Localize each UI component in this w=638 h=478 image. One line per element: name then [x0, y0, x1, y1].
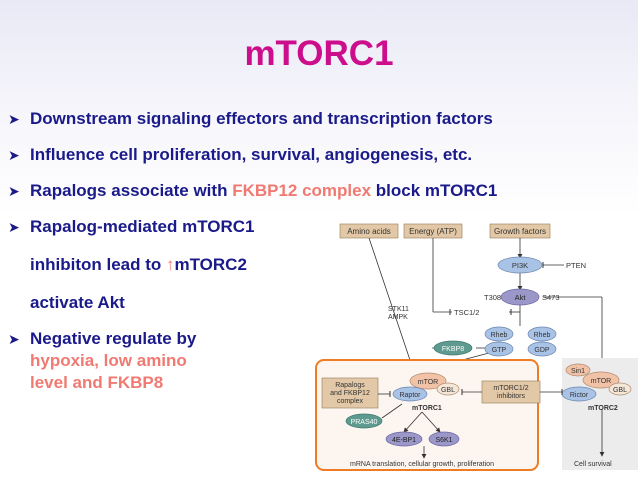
pi3k-label: PI3K — [512, 261, 528, 270]
raptor-node — [392, 386, 428, 402]
bullet-5-line2: hypoxia, low amino — [30, 351, 187, 370]
4ebp1-label: 4E-BP1 — [392, 437, 416, 444]
bullet-5-line3: level and FKBP8 — [30, 373, 164, 392]
raptor-label: Raptor — [399, 392, 421, 399]
bullet-3-post: block mTORC1 — [371, 181, 498, 200]
bullet-5: ➤ Negative regulate by hypoxia, low amin… — [8, 328, 308, 398]
bullet-arrow-icon: ➤ — [8, 219, 20, 235]
rapalogs-label-1: Rapalogs — [335, 382, 365, 389]
bullet-5-line1: Negative regulate by — [30, 329, 197, 348]
4ebp1-node — [385, 431, 423, 447]
rheb-node-2 — [527, 326, 557, 342]
mtor-pathway-diagram: Amino acids Energy (ATP) Growth factors … — [312, 218, 638, 478]
fkbp12-highlight: FKBP12 complex — [232, 181, 372, 200]
bullet-3-text: Rapalogs associate with FKBP12 complex b… — [30, 180, 497, 202]
bullet-2: ➤ Influence cell proliferation, survival… — [8, 144, 628, 166]
s6k1-node — [428, 431, 460, 447]
rictor-label: Rictor — [570, 392, 589, 399]
sin1-node — [565, 363, 591, 377]
akt-node — [500, 288, 540, 306]
mtorc1-label: mTORC1 — [412, 405, 442, 412]
rheb-label-1: Rheb — [491, 332, 508, 339]
gdp-label: GDP — [534, 347, 550, 354]
s6k1-label: S6K1 — [435, 437, 452, 444]
pathway-svg: Amino acids Energy (ATP) Growth factors … — [315, 223, 638, 471]
gtp-label: GTP — [492, 347, 507, 354]
rheb-node-1 — [484, 326, 514, 342]
ampk-label: AMPK — [388, 314, 408, 321]
rapalogs-label-3: complex — [337, 398, 364, 405]
bullet-arrow-icon: ➤ — [8, 111, 20, 127]
gdp-node — [527, 341, 557, 357]
stk11-label: STK11 — [388, 306, 409, 313]
t308-label: T308 — [484, 293, 501, 302]
gtp-node — [484, 341, 514, 357]
bullet-4-line3: activate Akt — [30, 293, 125, 312]
tsc-label: TSC1/2 — [454, 308, 479, 317]
gbl-right-label: GBL — [613, 387, 627, 394]
bullet-3: ➤ Rapalogs associate with FKBP12 complex… — [8, 180, 628, 202]
akt-label: Akt — [515, 293, 527, 302]
mtor-left-node — [409, 372, 447, 390]
gbl-left-label: GBL — [441, 387, 455, 394]
pi3k-node — [497, 256, 543, 274]
bullet-2-text: Influence cell proliferation, survival, … — [30, 145, 473, 164]
inhibitors-label-1: mTORC1/2 — [493, 385, 528, 392]
pten-label: PTEN — [566, 261, 586, 270]
bullet-arrow-icon: ➤ — [8, 331, 20, 347]
mtor-right-node — [582, 371, 620, 389]
fkbp8-label: FKBP8 — [442, 346, 464, 353]
pras40-label: PRAS40 — [351, 419, 378, 426]
s473-label: S473 — [542, 293, 560, 302]
rapalogs-label-2: and FKBP12 — [330, 390, 370, 397]
mrna-translation-label: mRNA translation, cellular growth, proli… — [350, 461, 494, 468]
bullet-4-line2-post: mTORC2 — [174, 255, 247, 274]
amino-acids-label: Amino acids — [347, 227, 391, 236]
rapalogs-box — [321, 377, 379, 409]
bullet-4-line2: inhibiton lead to ↑mTORC2 — [30, 254, 247, 276]
gbl-left-node — [436, 382, 460, 396]
up-arrow-icon: ↑ — [165, 255, 175, 274]
bullet-1: ➤ Downstream signaling effectors and tra… — [8, 108, 628, 130]
bullet-4: ➤ Rapalog-mediated mTORC1 inhibiton lead… — [8, 216, 308, 316]
fkbp8-node — [433, 340, 473, 356]
inhibitors-label-2: inhibitors — [497, 393, 526, 400]
bullet-4-line1: Rapalog-mediated mTORC1 — [30, 217, 255, 236]
pras40-node — [345, 413, 383, 429]
energy-label: Energy (ATP) — [409, 227, 457, 236]
cell-survival-label: Cell survival — [574, 461, 612, 468]
bullet-arrow-icon: ➤ — [8, 147, 20, 163]
mtor-right-label: mTOR — [591, 378, 611, 385]
growth-factors-label: Growth factors — [494, 227, 546, 236]
mtorc2-label: mTORC2 — [588, 405, 618, 412]
bullet-4-line2-pre: inhibiton lead to — [30, 255, 166, 274]
slide-title: mTORC1 — [244, 34, 394, 73]
bullet-1-text: Downstream signaling effectors and trans… — [30, 109, 493, 128]
sin1-label: Sin1 — [571, 368, 585, 375]
gbl-right-node — [608, 382, 632, 396]
bullet-3-pre: Rapalogs associate with — [30, 181, 233, 200]
mtor-left-label: mTOR — [418, 379, 438, 386]
bullet-arrow-icon: ➤ — [8, 183, 20, 199]
rheb-label-2: Rheb — [534, 332, 551, 339]
